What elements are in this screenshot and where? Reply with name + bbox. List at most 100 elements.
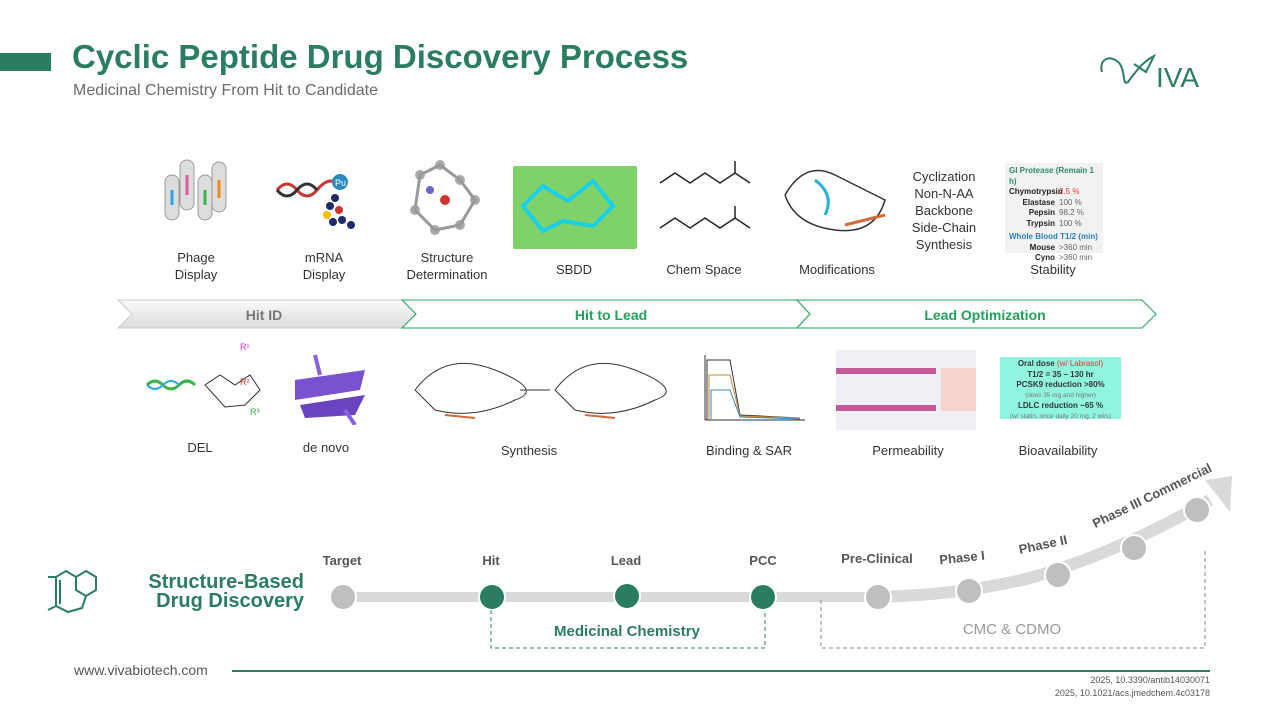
label-permeability: Permeability <box>872 443 944 458</box>
bio-pcsk9: PCSK9 reduction >80% <box>1016 380 1105 389</box>
stage-banner <box>116 299 1157 329</box>
timeline-curve <box>877 494 1214 603</box>
title-accent-bar <box>0 53 51 71</box>
modifications-image <box>784 169 886 232</box>
label-line: mRNA <box>304 250 344 265</box>
modifications-list: Cyclization Non-N-AA Backbone Side-Chain… <box>912 168 976 253</box>
label-line: Display <box>174 267 218 282</box>
reference-2: 2025, 10.1021/acs.jmedchem.4c03178 <box>1054 688 1210 698</box>
blood-title: Whole Blood T1/2 (min) <box>1009 232 1098 241</box>
cmc-label: CMC & CDMO <box>962 621 1062 638</box>
protease-value: 98.2 % <box>1059 208 1084 217</box>
phage-display-image <box>164 159 227 221</box>
timeline-dot-pre-clinical <box>864 583 892 611</box>
bio-half-life: T1/2 = 35 – 130 hr <box>1027 369 1094 379</box>
timeline-dot-commercial <box>1183 496 1211 524</box>
viva-logo: IVA <box>1098 50 1213 97</box>
mod-cyclization: Cyclization <box>912 169 976 184</box>
sbdd-complex-icon <box>520 178 616 234</box>
medchem-bracket <box>490 610 766 649</box>
label-de-novo: de novo <box>302 440 350 455</box>
footer-divider <box>232 670 1210 672</box>
bio-ldlc: LDLC reduction ~65 % <box>1017 401 1104 410</box>
label-bioavailability: Bioavailability <box>1018 443 1098 458</box>
mod-non-n-aa: Non-N-AA <box>914 186 974 201</box>
molecule-icon <box>47 570 97 614</box>
bio-labrasol: (w/ Labrasol) <box>1056 359 1104 368</box>
protease-name: Elastase <box>1022 197 1055 207</box>
species-value: >360 min <box>1059 253 1093 262</box>
stability-title: GI Protease (Remain 1 h) <box>1009 166 1094 186</box>
label-mrna-display: mRNA Display <box>303 249 346 283</box>
protease-value: 2.5 % <box>1059 187 1080 196</box>
label-binding-sar: Binding & SAR <box>706 443 792 458</box>
label-line: Structure <box>420 250 474 265</box>
protease-name: Trypsin <box>1026 218 1055 228</box>
mod-side-chain: Side-Chain <box>911 220 977 235</box>
structure-determination-image <box>410 160 480 235</box>
species-name: Cyno <box>1035 253 1055 262</box>
timeline-label-target: Target <box>322 553 362 568</box>
timeline-dot-pcc <box>749 583 777 611</box>
mod-synthesis: Synthesis <box>915 237 973 252</box>
synthesis-image <box>414 362 667 419</box>
timeline-label-preclinical: Pre-Clinical <box>841 551 913 566</box>
bio-oral-dose: Oral dose <box>1017 359 1057 368</box>
website-link[interactable]: www.vivabiotech.com <box>74 662 208 678</box>
label-line: Display <box>302 267 346 282</box>
label-modifications: Modifications <box>799 262 875 277</box>
protease-name: Chymotrypsin <box>1009 187 1063 196</box>
timeline-dot-target <box>329 583 357 611</box>
stage-hit-id: Hit ID <box>245 307 283 323</box>
label-line: Phage <box>177 250 215 265</box>
protease-value: 100 % <box>1059 218 1082 228</box>
species-value: >360 min <box>1059 242 1093 252</box>
svg-text:Pu: Pu <box>335 178 346 188</box>
timeline-dot-hit <box>478 583 506 611</box>
chem-space-image <box>659 161 751 229</box>
mrna-display-image: Pu <box>275 174 355 229</box>
viva-logo-mark-icon: IVA <box>1100 53 1199 93</box>
timeline-label-lead: Lead <box>610 553 642 568</box>
sbdd-image <box>513 166 637 249</box>
timeline-dot-phase-i <box>955 577 983 605</box>
sbdd-heading: Structure-Based Drug Discovery <box>114 571 304 611</box>
page-subtitle: Medicinal Chemistry From Hit to Candidat… <box>73 82 378 99</box>
label-del: DEL <box>187 440 213 455</box>
timeline-dot-lead <box>613 582 641 610</box>
stage-lead-opt-arrow <box>795 299 1157 329</box>
label-chem-space: Chem Space <box>666 262 742 277</box>
stage-lead-optimization: Lead Optimization <box>924 307 1046 323</box>
label-sbdd: SBDD <box>555 262 593 277</box>
stage-hit-to-lead: Hit to Lead <box>574 307 648 323</box>
cmc-bracket <box>820 550 1206 649</box>
timeline-dot-phase-ii <box>1044 561 1072 589</box>
timeline-arrow-head <box>1205 476 1232 512</box>
species-name: Mouse <box>1029 242 1055 252</box>
de-novo-image <box>295 354 365 425</box>
svg-text:R²: R² <box>240 377 250 387</box>
timeline <box>329 476 1232 649</box>
label-stability: Stability <box>1030 262 1076 277</box>
bioavailability-box: Oral dose (w/ Labrasol) T1/2 = 35 – 130 … <box>1000 357 1121 420</box>
permeability-image <box>836 350 976 430</box>
bio-statin-note: (w/ statin, once daily 20 mg, 2 wks) <box>1009 412 1112 420</box>
medchem-label: Medicinal Chemistry <box>554 623 700 640</box>
timeline-label-hit: Hit <box>482 553 500 568</box>
label-line: Determination <box>406 267 488 282</box>
bio-dose-note: (does 35 mg and higher) <box>1025 391 1096 399</box>
page-title: Cyclic Peptide Drug Discovery Process <box>72 38 689 75</box>
timeline-label-pcc: PCC <box>749 553 777 568</box>
sbdd-line1: Structure-Based <box>148 571 304 593</box>
label-synthesis: Synthesis <box>500 443 558 458</box>
svg-text:R¹: R¹ <box>240 342 250 352</box>
reference-1: 2025, 10.3390/antib14030071 <box>1090 675 1210 685</box>
timeline-dot-phase-iii-commercial <box>1120 534 1148 562</box>
protease-value: 100 % <box>1059 197 1082 207</box>
svg-text:IVA: IVA <box>1156 62 1199 92</box>
protease-name: Pepsin <box>1028 208 1055 217</box>
binding-sar-chart-image <box>704 355 805 421</box>
